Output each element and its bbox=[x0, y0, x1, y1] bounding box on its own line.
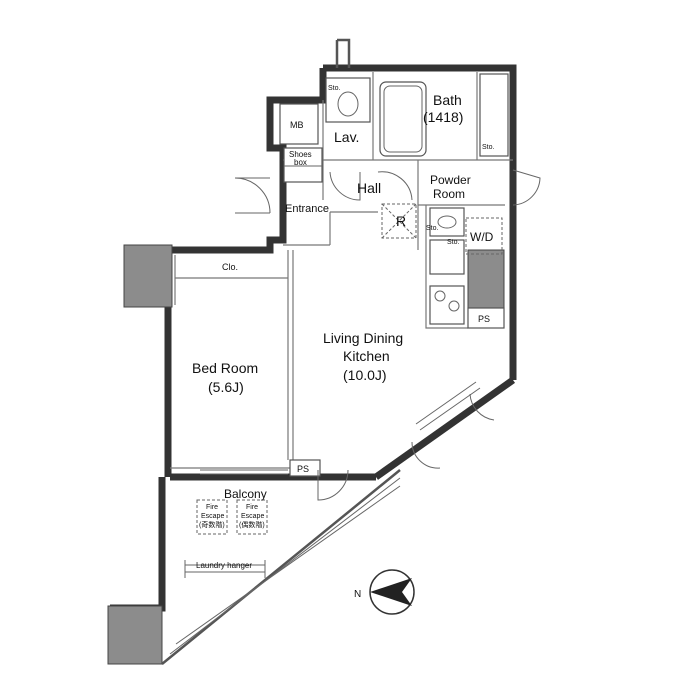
column-bottom bbox=[107, 605, 163, 665]
label-sto-bath: Sto. bbox=[482, 144, 495, 151]
label-ldk-size: (10.0J) bbox=[343, 367, 387, 383]
compass-label: N bbox=[354, 589, 361, 600]
label-ldk: Living Dining bbox=[323, 330, 403, 346]
label-ps-bedroom: PS bbox=[297, 464, 309, 474]
label-shoes: Shoes bbox=[289, 150, 312, 159]
label-laundry: Laundry hanger bbox=[196, 561, 252, 570]
label-wd: W/D bbox=[470, 230, 494, 244]
label-r: R bbox=[396, 213, 406, 229]
fixtures bbox=[184, 73, 509, 578]
label-fire-odd-3: (奇数階) bbox=[199, 520, 225, 529]
label-bed: Bed Room bbox=[192, 360, 258, 376]
interior-partitions bbox=[170, 72, 513, 477]
label-bath: Bath bbox=[433, 92, 462, 108]
label-fire-even-3: (偶数階) bbox=[239, 520, 265, 529]
label-sto-powder: Sto. bbox=[426, 225, 439, 232]
column-left bbox=[123, 244, 173, 308]
label-balcony: Balcony bbox=[224, 487, 267, 501]
compass-arrow-icon bbox=[370, 578, 412, 606]
label-bed-size: (5.6J) bbox=[208, 379, 244, 395]
column-right bbox=[467, 249, 505, 309]
label-shoes-box: box bbox=[294, 158, 307, 167]
label-powder-room: Room bbox=[433, 187, 465, 201]
label-sto-kitchen: Sto. bbox=[447, 239, 460, 246]
label-bath-size: (1418) bbox=[423, 109, 463, 125]
compass: N bbox=[354, 569, 415, 615]
room-labels: Bath (1418) Lav. MB Sto. Sto. Shoes box … bbox=[192, 85, 495, 570]
label-ps-right: PS bbox=[478, 314, 490, 324]
label-clo: Clo. bbox=[222, 262, 238, 272]
label-hall: Hall bbox=[357, 180, 381, 196]
label-ldk-kitchen: Kitchen bbox=[343, 348, 390, 364]
balcony-edge bbox=[161, 469, 401, 665]
label-fire-odd-2: Escape bbox=[201, 513, 224, 520]
label-fire-even-1: Fire bbox=[246, 504, 258, 511]
label-entrance: Entrance bbox=[285, 203, 329, 215]
label-fire-odd-1: Fire bbox=[206, 504, 218, 511]
label-powder: Powder bbox=[430, 173, 471, 187]
label-lav: Lav. bbox=[334, 129, 359, 145]
windows bbox=[200, 381, 481, 475]
label-sto-lav: Sto. bbox=[328, 85, 341, 92]
label-fire-even-2: Escape bbox=[241, 513, 264, 520]
label-mb: MB bbox=[290, 120, 304, 130]
